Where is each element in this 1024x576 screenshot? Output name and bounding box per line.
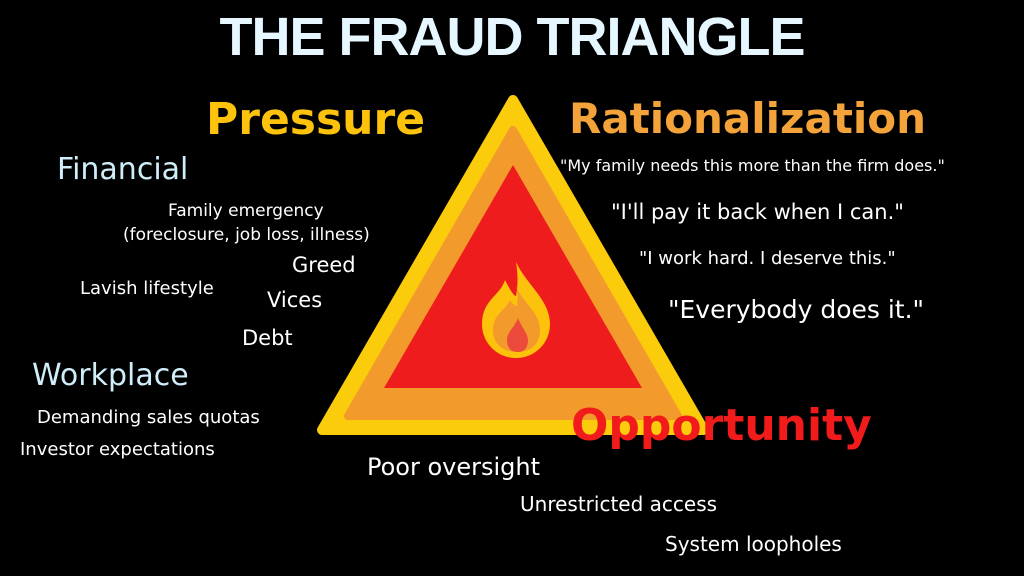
triangle-inner xyxy=(384,165,642,388)
item-vices: Vices xyxy=(267,288,323,312)
item-debt: Debt xyxy=(242,326,293,350)
item-sales-quotas: Demanding sales quotas xyxy=(37,407,260,428)
quote-pay-back: "I'll pay it back when I can." xyxy=(611,200,904,224)
page-title: THE FRAUD TRIANGLE xyxy=(219,7,806,67)
financial-category: Financial xyxy=(57,152,189,187)
item-family-emergency-detail: (foreclosure, job loss, illness) xyxy=(123,225,370,245)
opportunity-heading: Opportunity xyxy=(571,400,872,451)
item-investor-expectations: Investor expectations xyxy=(20,439,215,460)
rationalization-heading: Rationalization xyxy=(569,94,927,143)
item-lavish-lifestyle: Lavish lifestyle xyxy=(80,278,214,299)
quote-family-needs: "My family needs this more than the firm… xyxy=(560,156,945,175)
pressure-heading: Pressure xyxy=(206,94,426,145)
quote-everybody: "Everybody does it." xyxy=(668,295,925,324)
flame-icon xyxy=(482,262,550,358)
item-system-loopholes: System loopholes xyxy=(665,532,842,556)
quote-work-hard: "I work hard. I deserve this." xyxy=(639,248,896,269)
item-greed: Greed xyxy=(292,253,356,277)
item-unrestricted-access: Unrestricted access xyxy=(520,492,718,516)
item-poor-oversight: Poor oversight xyxy=(367,453,541,481)
item-family-emergency: Family emergency xyxy=(168,201,324,221)
workplace-category: Workplace xyxy=(32,358,189,393)
